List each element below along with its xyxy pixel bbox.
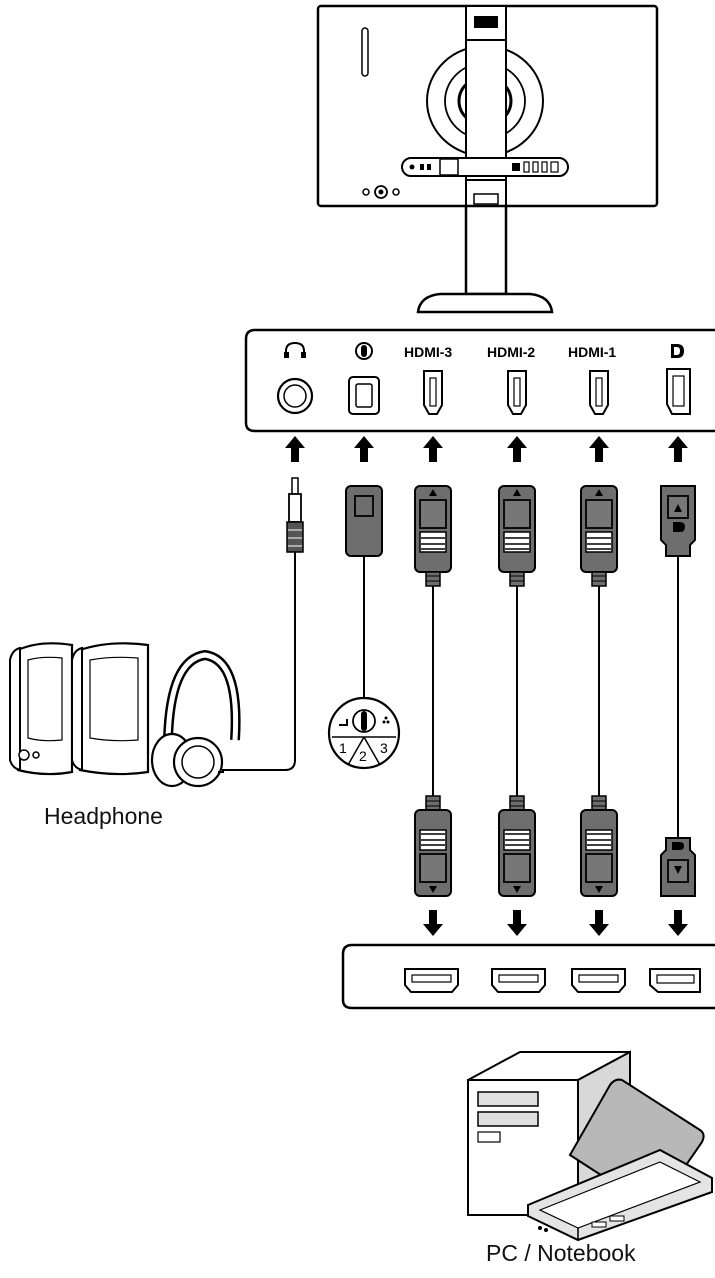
arrow-up-icon — [423, 436, 443, 462]
puck-port — [348, 376, 380, 415]
hdmi3-label: HDMI-3 — [404, 344, 452, 360]
displayport-icon — [671, 344, 684, 358]
puck-number-2: 2 — [359, 748, 367, 764]
puck-cable: 1 2 3 — [327, 485, 401, 770]
arrow-down-icon — [668, 910, 688, 936]
mouse-icon — [355, 342, 373, 360]
audio-jack-port — [276, 377, 314, 415]
hdmi3-cable — [414, 485, 452, 897]
port-panel: HDMI-3 HDMI-2 HDMI-1 — [244, 328, 715, 433]
headphone-icon — [284, 341, 306, 358]
hdmi3-port — [423, 370, 443, 415]
arrow-up-icon — [285, 436, 305, 462]
arrow-down-icon — [423, 910, 443, 936]
arrow-up-icon — [354, 436, 374, 462]
puck-number-1: 1 — [339, 740, 347, 756]
displayport-port — [666, 368, 691, 415]
pc-hdmi-port — [404, 968, 459, 993]
headphone-illustration — [150, 649, 241, 788]
arrow-down-icon — [507, 910, 527, 936]
hdmi2-port — [507, 370, 527, 415]
pc-hdmi-port — [491, 968, 546, 993]
speakers-illustration — [9, 642, 150, 776]
monitor-rear-view — [316, 4, 659, 314]
hdmi2-label: HDMI-2 — [487, 344, 535, 360]
arrow-up-icon — [589, 436, 609, 462]
displayport-cable — [660, 485, 696, 897]
arrow-down-icon — [589, 910, 609, 936]
arrow-up-icon — [668, 436, 688, 462]
audio-cable — [222, 477, 304, 771]
puck-number-3: 3 — [380, 740, 388, 756]
hdmi1-label: HDMI-1 — [568, 344, 616, 360]
hdmi1-port — [589, 370, 609, 415]
pc-hdmi-port — [571, 968, 626, 993]
pc-notebook-illustration — [467, 1050, 713, 1242]
puck-controller: 1 2 3 — [327, 696, 401, 770]
pc-notebook-caption: PC / Notebook — [486, 1240, 636, 1266]
arrows-down — [423, 910, 688, 936]
hdmi2-cable — [498, 485, 536, 897]
headphone-caption: Headphone — [44, 803, 163, 829]
arrows-up — [285, 436, 688, 462]
hdmi1-cable — [580, 485, 618, 897]
arrow-up-icon — [507, 436, 527, 462]
pc-port-panel — [341, 943, 715, 1010]
pc-displayport-port — [649, 968, 701, 993]
